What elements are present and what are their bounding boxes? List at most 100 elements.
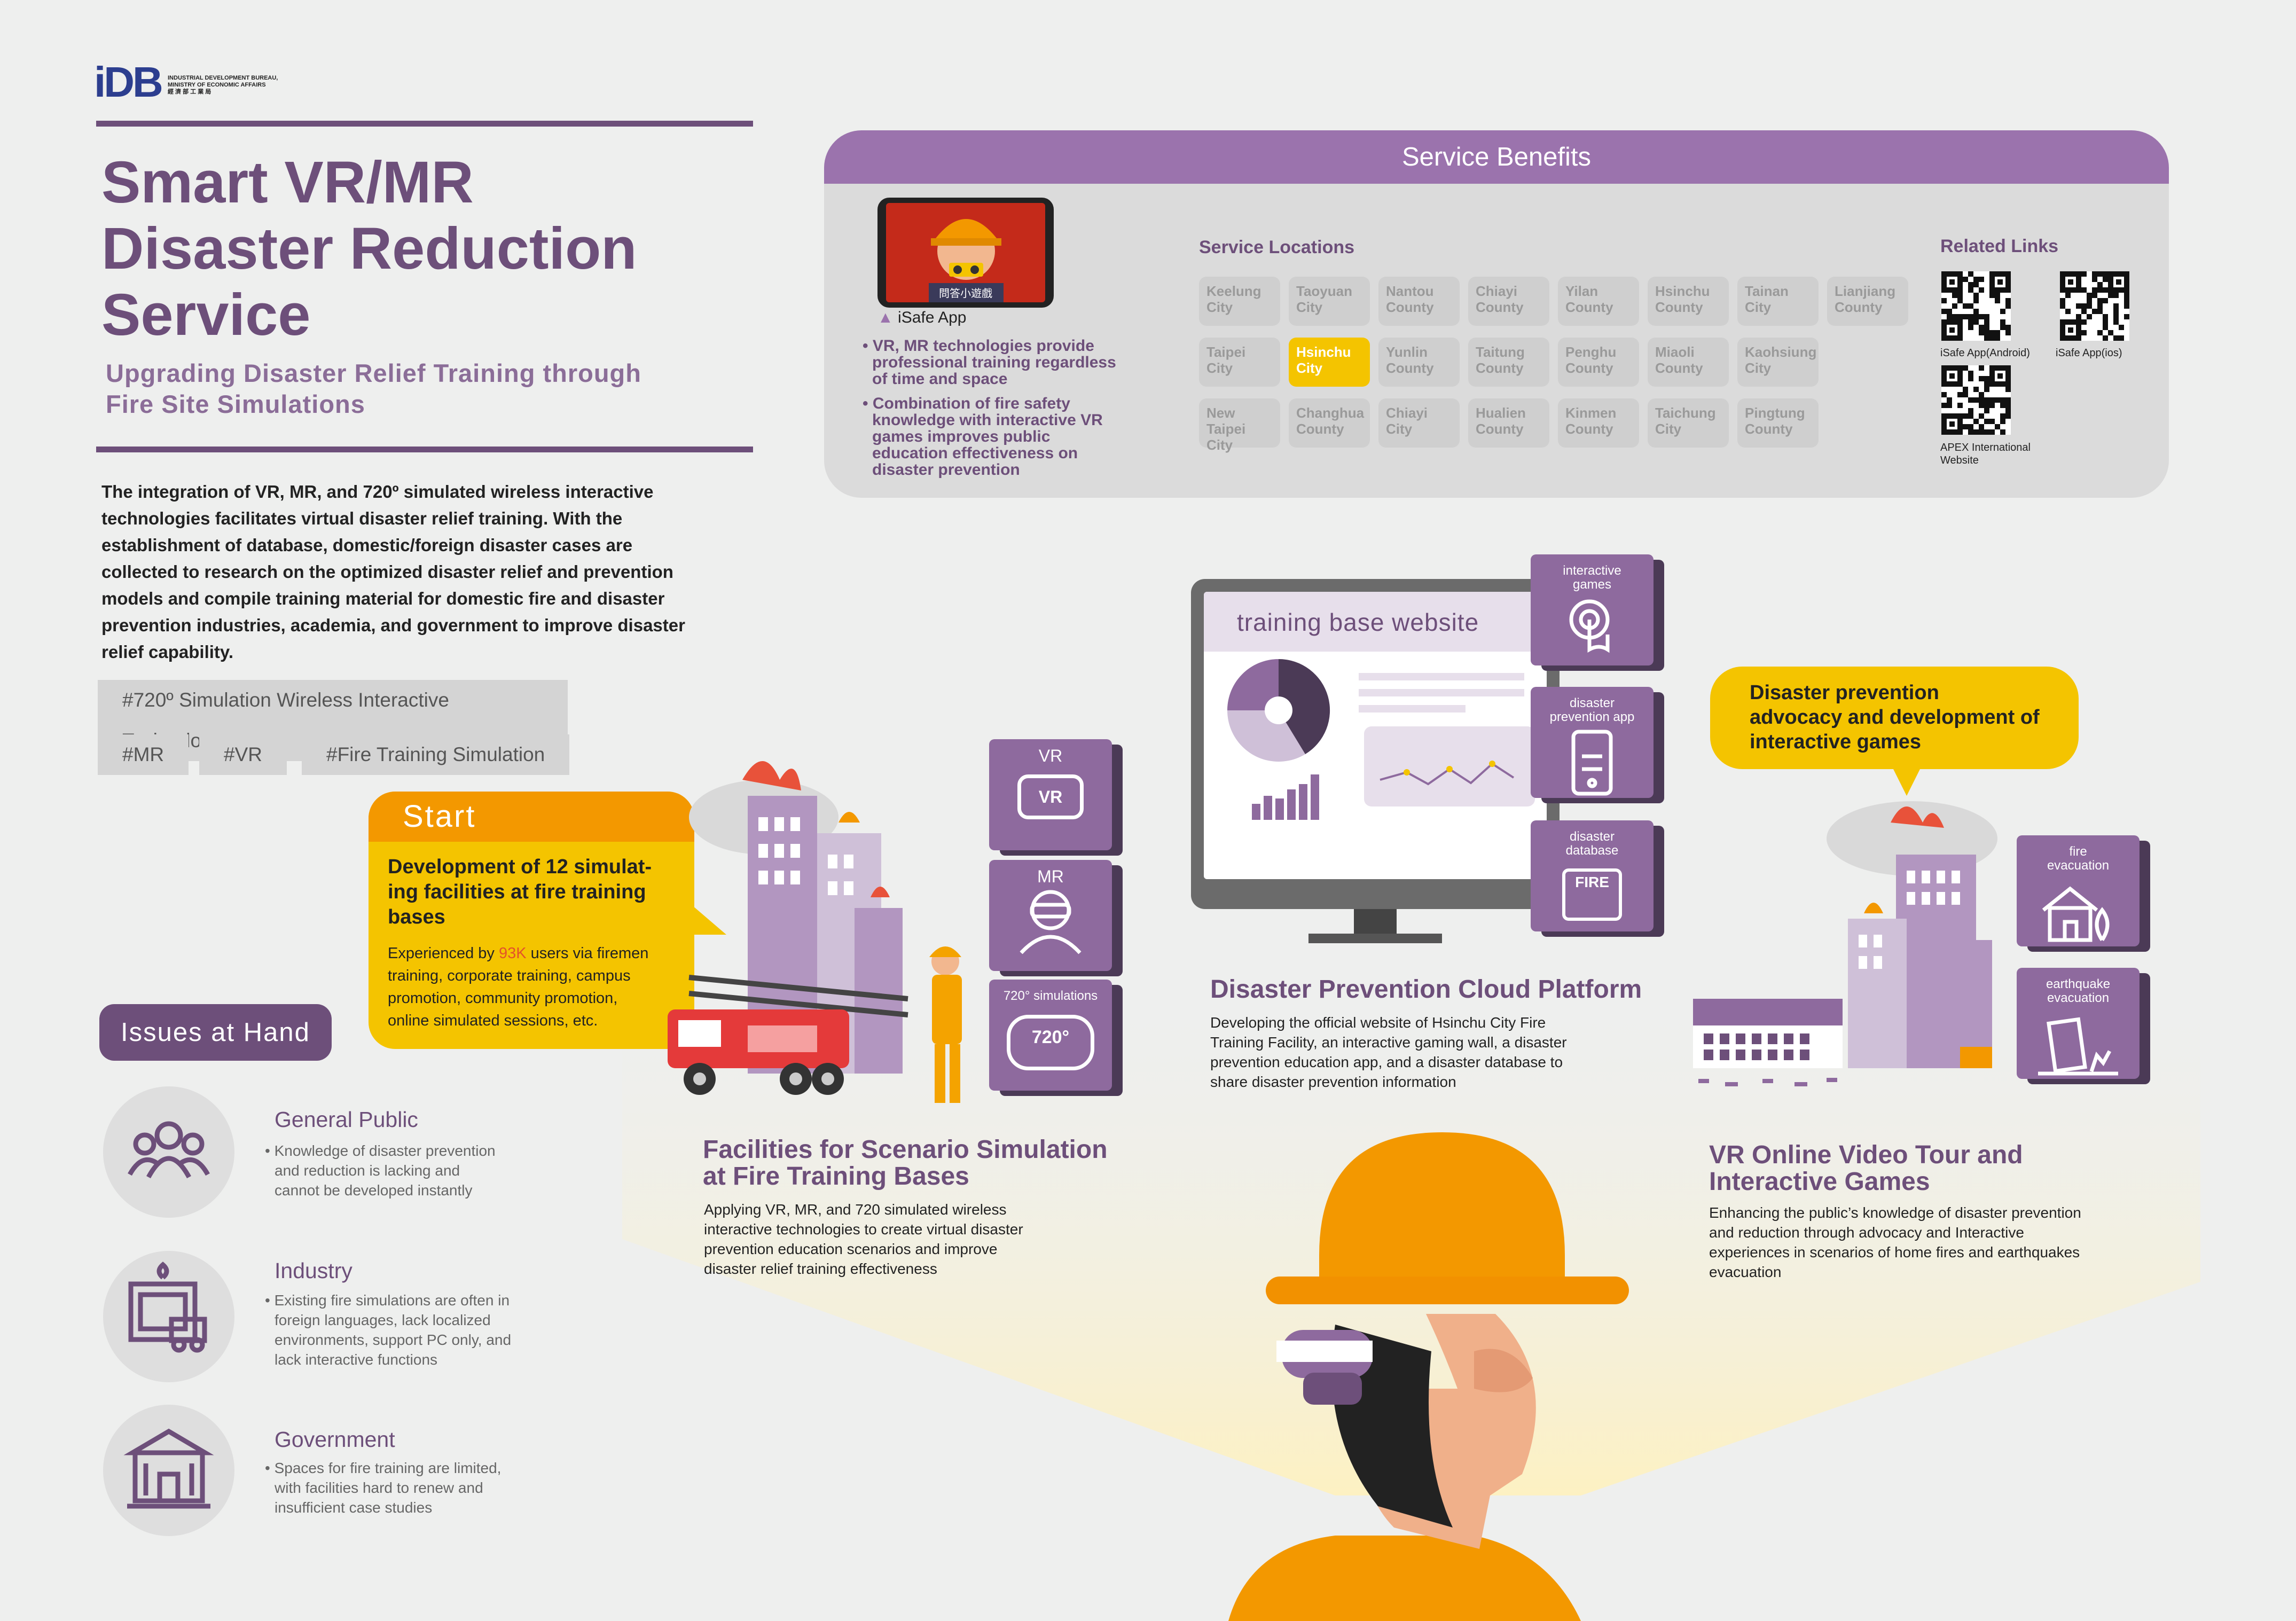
loc-name: Kinmen — [1565, 405, 1617, 421]
qr-code-apex-icon[interactable] — [1941, 365, 2011, 435]
loc-name: Penghu — [1565, 344, 1617, 360]
qr-apex-line: Website — [1940, 455, 1979, 466]
card-label-line: interactive — [1563, 563, 1621, 578]
title-line-1: Smart VR/MR — [101, 150, 474, 215]
benefit-bullet-2: • Combination of fire safety knowledge w… — [863, 395, 1103, 478]
intro-paragraph: The integration of VR, MR, and 720º simu… — [101, 479, 764, 665]
loc-name: Hsinchu — [1655, 283, 1710, 299]
vr-tour-text: Enhancing the public’s knowledge of disa… — [1709, 1203, 2081, 1282]
qr-label-ios: iSafe App(ios) — [2056, 347, 2122, 359]
issue-text-line: insufficient case studies — [265, 1498, 501, 1517]
loc-type: County — [1476, 299, 1524, 315]
issue-line: foreign languages, lack localized — [275, 1312, 491, 1328]
logo-text: INDUSTRIAL DEVELOPMENT BUREAU, MINISTRY … — [168, 75, 296, 96]
issue-text-industry: • Existing fire simulations are often in… — [265, 1290, 511, 1369]
isafe-app-label: ▲ iSafe App — [877, 309, 966, 327]
loc-name: Yilan — [1565, 283, 1598, 299]
bullet-line: • VR, MR technologies provide — [863, 337, 1094, 355]
mr-headset-icon — [1020, 890, 1082, 954]
vr-tour-line: Enhancing the public’s knowledge of disa… — [1709, 1204, 2081, 1221]
loc-name: Taichung — [1655, 405, 1716, 421]
monitor: training base website — [1191, 579, 1560, 947]
monitor-base — [1308, 934, 1442, 943]
loc-type: County — [1835, 299, 1883, 315]
loc-name: Taipei — [1206, 344, 1246, 360]
facilities-heading: Facilities for Scenario Simulation at Fi… — [703, 1137, 1108, 1190]
user-count-highlight: 93K — [498, 945, 527, 962]
service-locations-label: Service Locations — [1199, 237, 1355, 257]
bullet-text: games improves public — [872, 428, 1051, 445]
bullet-text: knowledge with interactive VR — [872, 411, 1103, 429]
vr-tour-line: and reduction through advocacy and Inter… — [1709, 1224, 2024, 1241]
issue-title-industry: Industry — [275, 1258, 352, 1283]
mobile-app-icon — [1571, 730, 1613, 796]
tag-mr: #MR — [98, 734, 189, 775]
facilities-line: Applying VR, MR, and 720 simulated wirel… — [704, 1201, 1007, 1218]
bullet-line: • Combination of fire safety — [863, 395, 1070, 412]
card-label: 720° simulations — [1003, 989, 1098, 1003]
cloud-platform-heading: Disaster Prevention Cloud Platform — [1210, 975, 1642, 1004]
phone-screen: 問答小遊戲 — [886, 203, 1045, 302]
loc-type: City — [1655, 421, 1682, 437]
vr-tour-heading-line: Interactive Games — [1709, 1168, 1930, 1196]
house-fire-icon — [2042, 886, 2110, 942]
advocacy-bubble-pointer — [1891, 764, 1923, 796]
bullet-text: disaster prevention — [872, 461, 1020, 479]
loc-name: Yunlin — [1386, 344, 1428, 360]
monitor-neck — [1354, 909, 1397, 936]
logo-line-1: INDUSTRIAL DEVELOPMENT BUREAU, — [168, 75, 278, 81]
issue-line: environments, support PC only, and — [275, 1332, 512, 1348]
qr-code-android-icon[interactable] — [1941, 271, 2011, 341]
issue-government-circle — [103, 1405, 234, 1536]
intro-line: collected to research on the optimized d… — [101, 562, 673, 582]
intro-line: prevention industries, academia, and gov… — [101, 615, 685, 635]
monitor-title-bar: training base website — [1204, 592, 1547, 652]
logo-mark-text: iDB — [94, 58, 163, 106]
card-label-line: database — [1565, 843, 1619, 858]
loc-type: County — [1655, 299, 1703, 315]
loc-type: City — [1745, 299, 1772, 315]
loc-name: Hualien — [1476, 405, 1526, 421]
loc-type: County — [1565, 421, 1613, 437]
card-label-line: disaster — [1569, 829, 1615, 844]
bullet-text: of time and space — [872, 370, 1008, 388]
issue-line: cannot be developed instantly — [275, 1182, 473, 1199]
app-label: iSafe App — [898, 309, 967, 326]
loc-type: County — [1745, 421, 1793, 437]
loc-type: County — [1476, 421, 1524, 437]
bullet-line: disaster prevention — [863, 461, 1103, 478]
issue-line: Knowledge of disaster prevention — [274, 1142, 496, 1159]
vr-headset-icon: VR — [1017, 774, 1084, 819]
card-label-line: prevention app — [1549, 710, 1635, 724]
start-box: Start Development of 12 simulat- ing fac… — [369, 792, 694, 1049]
start-text: Experienced by 93K users via firemen tra… — [388, 942, 648, 1032]
tag-vr: #VR — [199, 734, 287, 775]
bullet-line: knowledge with interactive VR — [863, 412, 1103, 428]
qr-label-android: iSafe App(Android) — [1940, 347, 2030, 359]
bullet-line: games improves public — [863, 428, 1103, 445]
loc-name: Hsinchu — [1296, 344, 1351, 360]
loc-type: City — [1206, 437, 1233, 453]
loc-type: County — [1386, 360, 1434, 376]
loc-name: Chiayi — [1386, 405, 1428, 421]
start-heading: Development of 12 simulat- ing facilitie… — [388, 855, 652, 930]
issue-line: insufficient case studies — [275, 1499, 433, 1516]
intro-line: establishment of database, domestic/fore… — [101, 535, 633, 555]
loc-name: Pingtung — [1745, 405, 1805, 421]
bubble-line: advocacy and development of — [1750, 706, 2040, 729]
qr-code-ios-icon[interactable] — [2060, 271, 2129, 341]
burning-city-illustration — [1693, 801, 1997, 1086]
facilities-heading-line: at Fire Training Bases — [703, 1162, 969, 1191]
